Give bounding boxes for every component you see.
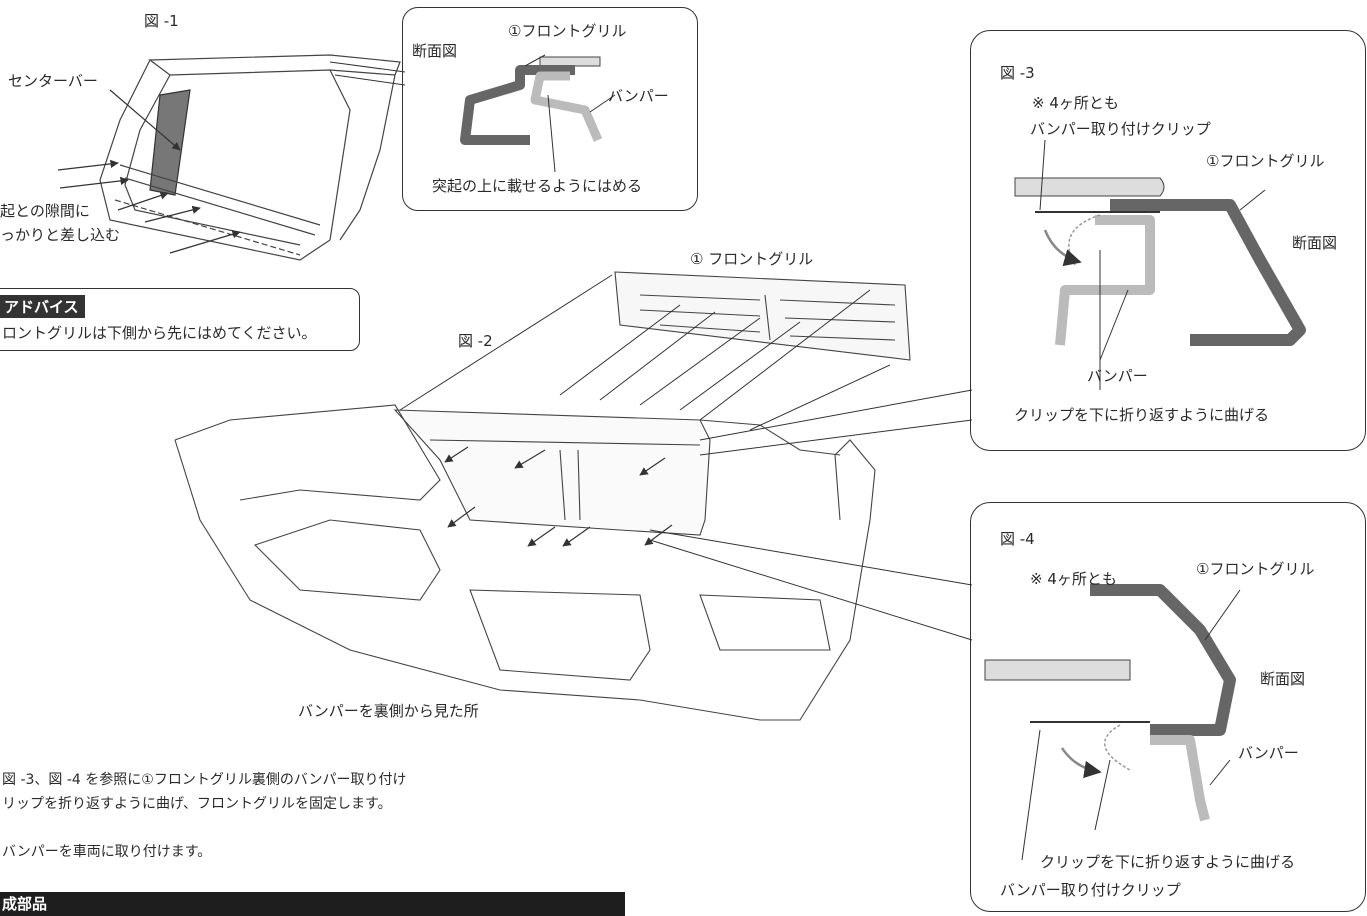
fig2-guide-lines [399, 274, 891, 431]
fig3-clip-label: バンパー取り付けクリップ [1030, 120, 1211, 138]
fig1-frame-drawing [99, 54, 401, 261]
fig3-section [1014, 139, 1306, 390]
fig3-note: ※ 4ヶ所とも [1032, 94, 1119, 112]
fig3-grille-label: ①フロントグリル [1206, 152, 1325, 170]
center-bar-label: センターバー [8, 72, 98, 90]
step-a-line2: リップを折り返すように曲げ、フロントグリルを固定します。 [2, 796, 392, 812]
fig1-callout-section [460, 54, 616, 173]
step-a-line1: 図 -3、図 -4 を参照に①フロントグリル裏側のバンパー取り付け [2, 772, 407, 788]
fig1-callout-grille-label: ①フロントグリル [508, 22, 627, 40]
fig3-box [970, 30, 1366, 451]
parts-section-heading: 成部品 [0, 892, 625, 916]
fig4-note: ※ 4ヶ所とも [1030, 570, 1117, 588]
gap-note-line2: っかりと差し込む [0, 226, 121, 244]
step-b: バンパーを車両に取り付けます。 [2, 844, 212, 860]
fig2-bumper-drawing [174, 404, 876, 721]
advice-text: ロントグリルは下側から先にはめてください。 [2, 324, 317, 342]
fig3-title: 図 -3 [1000, 64, 1035, 82]
fig1-callout-note: 突起の上に載せるようにはめる [432, 177, 643, 195]
gap-note-line1: 起との隙間に [0, 202, 90, 220]
fig4-section [984, 584, 1241, 861]
advice-tag: アドバイス [0, 295, 85, 318]
fig1-callout-box [402, 7, 698, 211]
fig4-grille-label: ①フロントグリル [1196, 560, 1315, 578]
fig2-arrows [444, 446, 673, 547]
fig4-instruction: クリップを下に折り返すように曲げる [1040, 853, 1296, 871]
fig4-bumper-label: バンパー [1238, 744, 1299, 762]
fig1-title: 図 -1 [144, 12, 179, 30]
fig4-section-label: 断面図 [1260, 670, 1306, 688]
fig3-instruction: クリップを下に折り返すように曲げる [1014, 406, 1270, 424]
fig2-title: 図 -2 [458, 332, 493, 350]
fig1-callout-section-label: 断面図 [412, 42, 458, 60]
fig1-callout-bumper-label: バンパー [608, 87, 669, 105]
fig2-caption: バンパーを裏側から見た所 [298, 702, 479, 720]
fig2-grille-label: ① フロントグリル [690, 250, 814, 268]
fig4-clip-label: バンパー取り付けクリップ [1000, 881, 1181, 899]
fig3-bumper-label: バンパー [1087, 367, 1148, 385]
fig1-arrows [57, 89, 241, 254]
fig4-title: 図 -4 [1000, 530, 1035, 548]
fig2-grille-drawing [614, 271, 911, 361]
advice-box [0, 288, 360, 351]
fig3-section-label: 断面図 [1292, 234, 1338, 252]
fig4-box [970, 502, 1366, 912]
